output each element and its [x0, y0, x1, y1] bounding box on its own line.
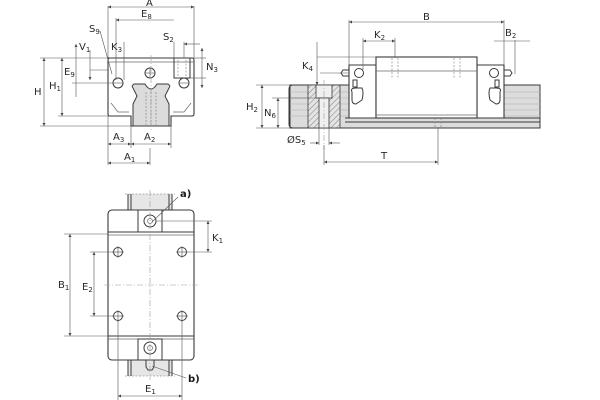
inner-contour-right — [173, 102, 192, 113]
dim-label-A2: A2 — [144, 132, 155, 144]
dim-label-H1: H1 — [49, 81, 61, 93]
callout-a: a) — [180, 189, 191, 200]
dim-label-H2: H2 — [246, 102, 258, 114]
top-view: a) b) K1 B1 E2 E1 — [58, 189, 223, 400]
threaded-hole-right — [173, 57, 191, 79]
dim-label-S5: ØS5 — [287, 134, 306, 147]
dim-label-A: A — [146, 0, 153, 9]
dim-label-B: B — [423, 12, 430, 23]
dim-label-E2: E2 — [82, 282, 93, 294]
end-view: A E8 S9 K3 V1 S2 N3 H H1 — [34, 0, 218, 165]
callout-b: b) — [188, 374, 200, 385]
dim-label-K3: K3 — [111, 42, 122, 54]
lube-nipple-right — [489, 68, 499, 78]
dim-label-T: T — [380, 151, 388, 162]
dim-label-B2: B2 — [505, 28, 516, 40]
dim-label-A3: A3 — [113, 132, 124, 144]
dim-label-E1: E1 — [145, 384, 156, 396]
inner-contour-left — [110, 102, 129, 113]
dim-label-N3: N3 — [206, 62, 218, 74]
dim-label-V1: V1 — [79, 42, 90, 54]
dim-label-K4: K4 — [302, 61, 314, 73]
side-view: B K2 B2 K4 H2 N6 ØS5 T — [246, 12, 541, 165]
dim-label-N6: N6 — [264, 108, 276, 120]
dim-label-E9: E9 — [64, 67, 75, 79]
carriage-side — [375, 56, 478, 119]
dim-label-H: H — [34, 87, 42, 98]
dim-label-S9: S9 — [89, 24, 100, 36]
dim-label-A1: A1 — [124, 152, 135, 164]
dim-label-K2: K2 — [374, 30, 385, 42]
dim-label-S2: S2 — [163, 32, 174, 44]
dim-label-E8: E8 — [141, 9, 152, 21]
dim-label-B1: B1 — [58, 280, 69, 292]
dim-label-K1: K1 — [212, 233, 223, 245]
lube-nipple-left — [354, 68, 364, 78]
